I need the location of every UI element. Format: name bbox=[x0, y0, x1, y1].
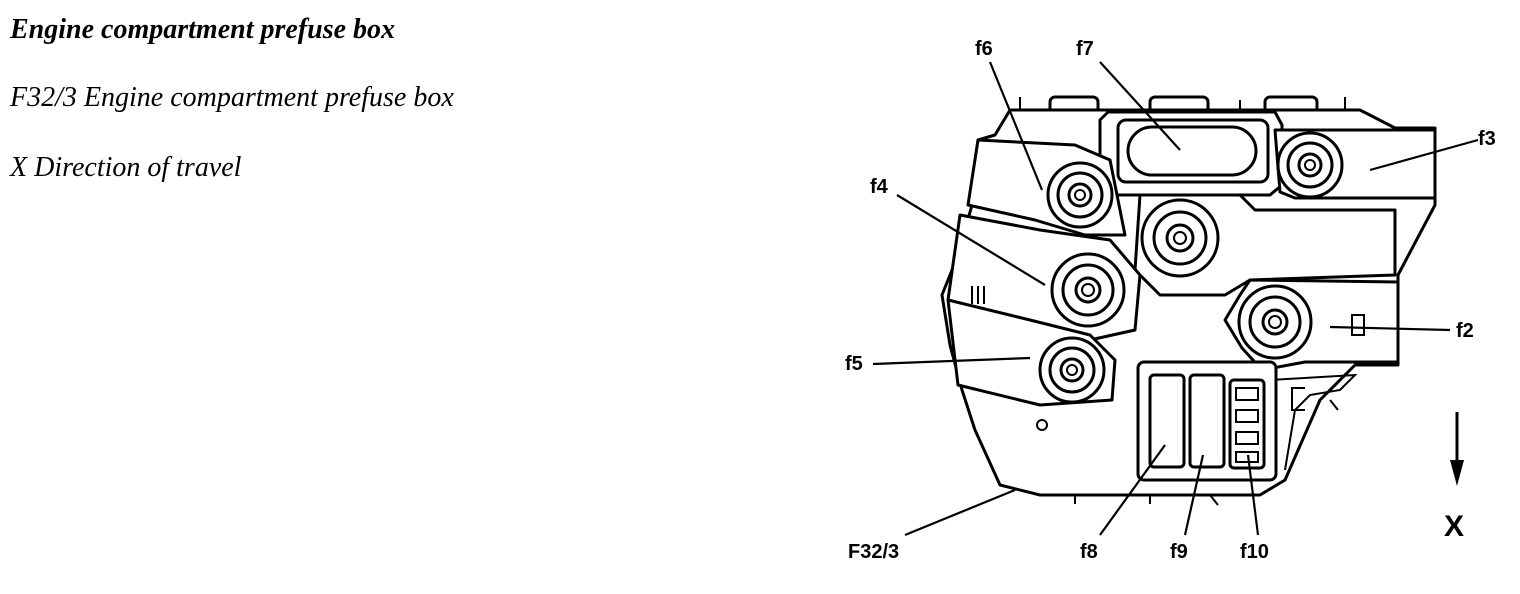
callout-f2: f2 bbox=[1456, 320, 1474, 342]
callout-f8: f8 bbox=[1080, 541, 1098, 563]
stud-f3 bbox=[1276, 131, 1344, 199]
callout-f3: f3 bbox=[1478, 128, 1496, 150]
housing-details bbox=[971, 286, 1365, 506]
callout-f4: f4 bbox=[870, 176, 889, 198]
fuse-f7-slot bbox=[1116, 118, 1270, 184]
blade-fuse-block bbox=[1136, 360, 1278, 482]
callout-f10: f10 bbox=[1240, 541, 1269, 563]
stud-center bbox=[1140, 198, 1220, 278]
leader-lines bbox=[872, 61, 1479, 537]
stud-f5 bbox=[1038, 336, 1106, 404]
callout-f5: f5 bbox=[845, 353, 863, 375]
prefuse-box-diagram: f6 f7 f3 f4 f2 f5 F32/3 f8 f9 f10 X bbox=[845, 38, 1496, 563]
legend-title: Engine compartment prefuse box bbox=[10, 14, 396, 45]
callout-x: X bbox=[1444, 510, 1464, 543]
callout-f6: f6 bbox=[975, 38, 993, 60]
callout-f32-3: F32/3 bbox=[848, 541, 899, 563]
callout-f7: f7 bbox=[1076, 38, 1094, 60]
callout-labels: f6 f7 f3 f4 f2 f5 F32/3 f8 f9 f10 X bbox=[845, 38, 1496, 563]
legend: Engine compartment prefuse box F32/3 Eng… bbox=[10, 10, 710, 188]
stud-f2 bbox=[1237, 284, 1313, 360]
callout-f9: f9 bbox=[1170, 541, 1188, 563]
legend-item-x: X Direction of travel bbox=[10, 152, 242, 183]
stud-f6 bbox=[1046, 161, 1114, 229]
fuse-studs bbox=[1038, 131, 1344, 404]
direction-arrow-icon bbox=[1450, 412, 1464, 486]
stud-f4 bbox=[1050, 252, 1126, 328]
legend-item-f32-3: F32/3 Engine compartment prefuse box bbox=[10, 82, 454, 113]
